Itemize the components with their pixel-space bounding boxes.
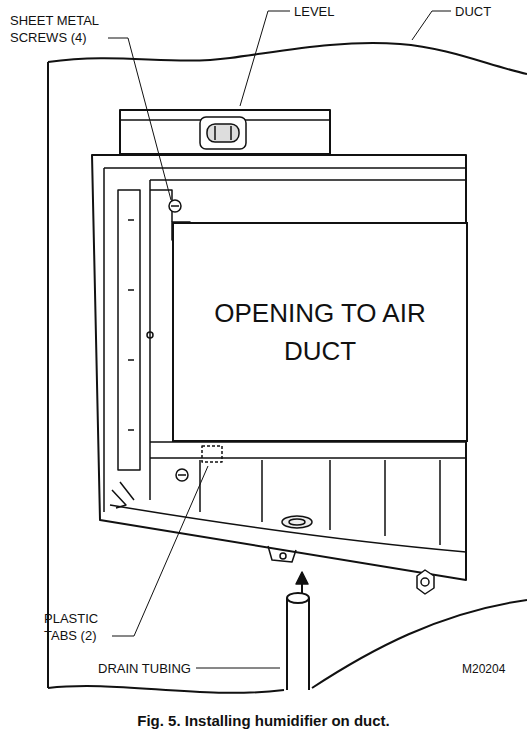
tray-rib — [200, 460, 440, 545]
sheet-metal-screw — [169, 200, 181, 212]
leader-line — [240, 11, 290, 106]
callout-label: SHEET METAL SCREWS (4) — [10, 12, 110, 46]
duct-outline — [48, 43, 527, 74]
duct-outline — [48, 686, 284, 693]
level-vial — [207, 124, 239, 142]
sheet-metal-screw — [176, 469, 188, 481]
opening-label: OPENING TO AIR DUCT — [174, 290, 466, 374]
housing-bracket — [118, 190, 140, 470]
duct-outline — [312, 600, 527, 688]
screw-slot — [171, 205, 179, 207]
leader-line — [196, 668, 280, 669]
level — [120, 110, 330, 154]
drain-hole — [282, 516, 312, 528]
callout-label: DUCT — [455, 3, 515, 20]
drain-hole — [289, 519, 305, 525]
drain-tubing-end — [287, 593, 309, 603]
hex-nut-bore — [421, 578, 429, 586]
tray-foot — [112, 482, 134, 508]
tab-hole — [280, 553, 286, 559]
level-vial-mark — [230, 126, 232, 140]
mounting-tab — [268, 546, 296, 562]
leader-line — [412, 11, 451, 40]
duct-opening: OPENING TO AIR DUCT — [172, 222, 468, 442]
insert-arrowhead — [296, 572, 308, 584]
callout-label: DRAIN TUBING — [98, 660, 198, 677]
callout-label: M20204 — [462, 661, 524, 678]
hex-nut — [417, 570, 434, 594]
callout-label: LEVEL — [294, 3, 354, 20]
sheet-metal-screw — [147, 332, 153, 338]
leader-line — [112, 466, 208, 636]
level-window — [200, 117, 246, 149]
figure-caption: Fig. 5. Installing humidifier on duct. — [0, 712, 527, 729]
screw-slot — [178, 474, 186, 476]
leader-line — [108, 38, 171, 200]
callout-label: PLASTIC TABS (2) — [44, 610, 114, 644]
drain-tray — [110, 442, 466, 552]
level-vial-mark — [214, 126, 216, 140]
plastic-tab — [202, 446, 222, 462]
duct-outline — [47, 62, 49, 688]
drain-tubing — [287, 598, 309, 690]
